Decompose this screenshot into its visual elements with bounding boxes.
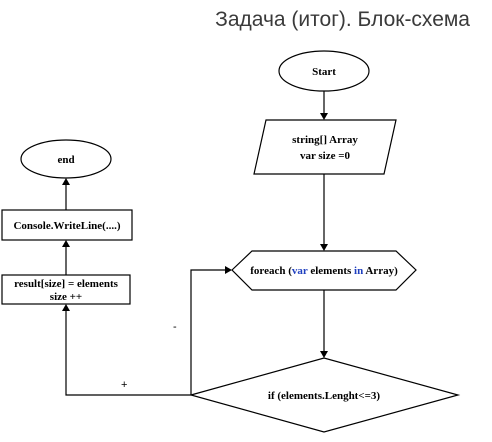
loop-hexagon-shape xyxy=(231,250,417,291)
loop-label-suffix: Array) xyxy=(363,265,398,277)
node-init: string[] Array var size =0 xyxy=(253,119,397,175)
edge-condition-no-to-loop xyxy=(190,269,226,395)
output-process-shape xyxy=(1,209,133,241)
arrowhead-loop-to-condition xyxy=(320,351,328,358)
node-end: end xyxy=(20,139,112,179)
init-parallelogram-shape xyxy=(253,119,397,175)
init-label-line2: var size =0 xyxy=(300,150,351,162)
node-start: Start xyxy=(278,50,370,92)
arrowhead-condition-yes-to-assign xyxy=(62,304,70,311)
output-label: Console.WriteLine(....) xyxy=(13,220,120,232)
condition-diamond-shape xyxy=(188,357,461,433)
end-label: end xyxy=(57,154,74,166)
edge-condition-yes-to-assign xyxy=(65,310,191,396)
edge-label-yes: + xyxy=(121,379,127,391)
arrowhead-output-to-end xyxy=(62,178,70,185)
loop-keyword-var: var xyxy=(292,265,308,277)
loop-label: foreach (var elements in Array) xyxy=(250,265,398,277)
condition-label: if (elements.Lenght<=3) xyxy=(268,390,380,402)
loop-label-prefix: foreach ( xyxy=(250,265,292,277)
init-label-line1: string[] Array xyxy=(292,134,358,146)
arrowhead-assign-to-output xyxy=(62,240,70,247)
node-assign: result[size] = elements size ++ xyxy=(1,274,131,305)
edges xyxy=(62,91,328,396)
node-output: Console.WriteLine(....) xyxy=(1,209,133,241)
loop-keyword-in: in xyxy=(354,265,363,277)
arrowhead-init-to-loop xyxy=(320,244,328,251)
node-condition: if (elements.Lenght<=3) xyxy=(188,357,461,433)
assign-label-line1: result[size] = elements xyxy=(14,278,119,290)
arrowhead-start-to-init xyxy=(320,113,328,120)
start-terminator-shape xyxy=(278,50,370,92)
arrowhead-condition-no-to-loop xyxy=(225,266,232,274)
loop-label-mid: elements xyxy=(308,265,354,277)
end-terminator-shape xyxy=(20,139,112,179)
edge-label-no: - xyxy=(173,321,177,333)
start-label: Start xyxy=(312,66,336,78)
assign-process-shape xyxy=(1,274,131,305)
assign-label-line2: size ++ xyxy=(50,291,82,303)
node-loop: foreach (var elements in Array) xyxy=(231,250,417,291)
page-title: Задача (итог). Блок-схема xyxy=(215,8,470,31)
